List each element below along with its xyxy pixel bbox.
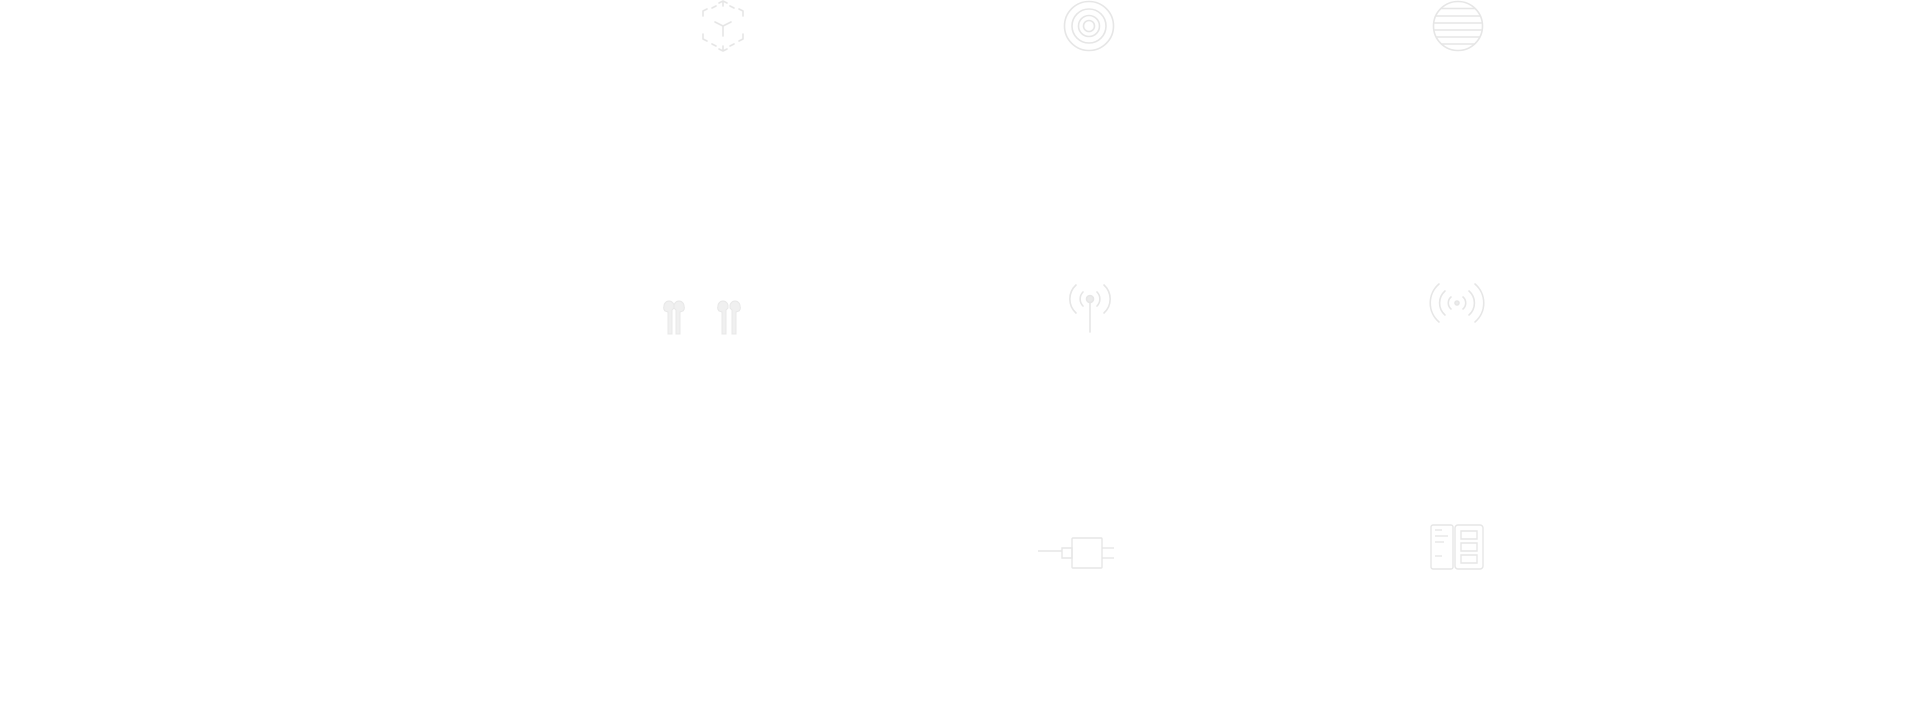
broadcast-antenna-icon: [1066, 281, 1114, 333]
ar-cube-icon: [698, 0, 748, 52]
dual-phone-icon: [1430, 524, 1484, 570]
chip-connector-icon: [1038, 536, 1115, 570]
airpods-icon: [660, 300, 750, 340]
target-rings-icon: [1063, 0, 1115, 52]
airdrop-waves-icon: [1430, 281, 1484, 325]
striped-globe-icon: [1432, 0, 1484, 52]
